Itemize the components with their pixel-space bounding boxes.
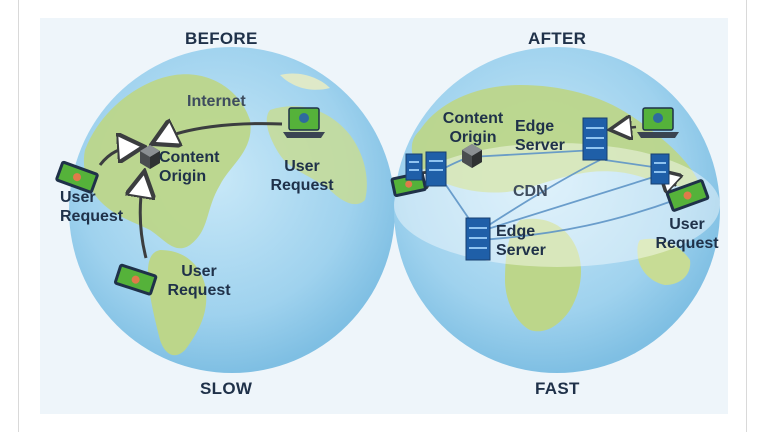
edge-server-line2: Server [496,242,546,259]
user-request-line1: User [60,189,96,206]
user-request-line1: User [284,158,320,175]
left-landmass-ice [280,73,330,90]
user-request-line1: User [181,263,217,280]
before-heading: BEFORE [185,29,258,48]
content-origin-label-right: Content Origin [433,109,513,147]
content-origin-label-left: Content Origin [159,148,219,186]
phone-icon [665,179,710,212]
laptop-icon [283,107,325,138]
origin-cube-icon [462,144,482,168]
user-request-label-phone-left: User Request [60,188,123,226]
slow-footer: SLOW [200,379,253,398]
user-request-label-laptop: User Request [263,157,341,195]
server-rack-icon [650,153,670,185]
phone-icon [113,263,158,296]
right-landmass-north [411,85,700,193]
origin-cube-icon [140,145,160,169]
user-request-line2: Request [270,177,334,194]
user-request-line2: Request [655,235,719,252]
server-rack-icon [582,117,608,161]
content-origin-line2: Origin [159,168,207,185]
arrow-laptop-to-edge [617,127,637,129]
arrow-phone-bottom-to-origin [140,180,146,259]
edge-server-line2: Server [515,137,565,154]
fast-footer: FAST [535,379,580,398]
phone-icon [55,160,99,194]
left-landmass-north [83,74,251,249]
user-request-label-phone-bottom: User Request [160,262,238,300]
edge-server-label-bottom: Edge Server [496,222,546,260]
right-globe [394,47,720,373]
content-origin-line1: Content [442,110,504,127]
server-rack-icon [405,153,423,181]
user-request-line2: Request [167,282,231,299]
edge-server-line1: Edge [496,223,536,240]
user-request-line1: User [669,216,705,233]
right-landmass-east [637,238,691,285]
edge-server-line1: Edge [515,118,555,135]
after-heading: AFTER [528,29,587,48]
laptop-icon [637,107,679,138]
server-rack-icon [465,217,491,261]
internet-label: Internet [187,93,246,110]
right-landmass-africa [505,218,582,332]
arrow-phone-left-to-origin [98,147,135,166]
user-request-line2: Request [60,208,124,225]
edge-server-label-top: Edge Server [515,117,565,155]
content-origin-line1: Content [159,149,220,166]
user-request-label-right: User Request [648,215,726,253]
server-rack-icon [425,151,447,187]
cdn-label: CDN [513,183,548,200]
content-origin-line2: Origin [449,129,497,146]
left-landmass-south [147,250,207,356]
arrow-laptop-to-origin [160,124,283,140]
